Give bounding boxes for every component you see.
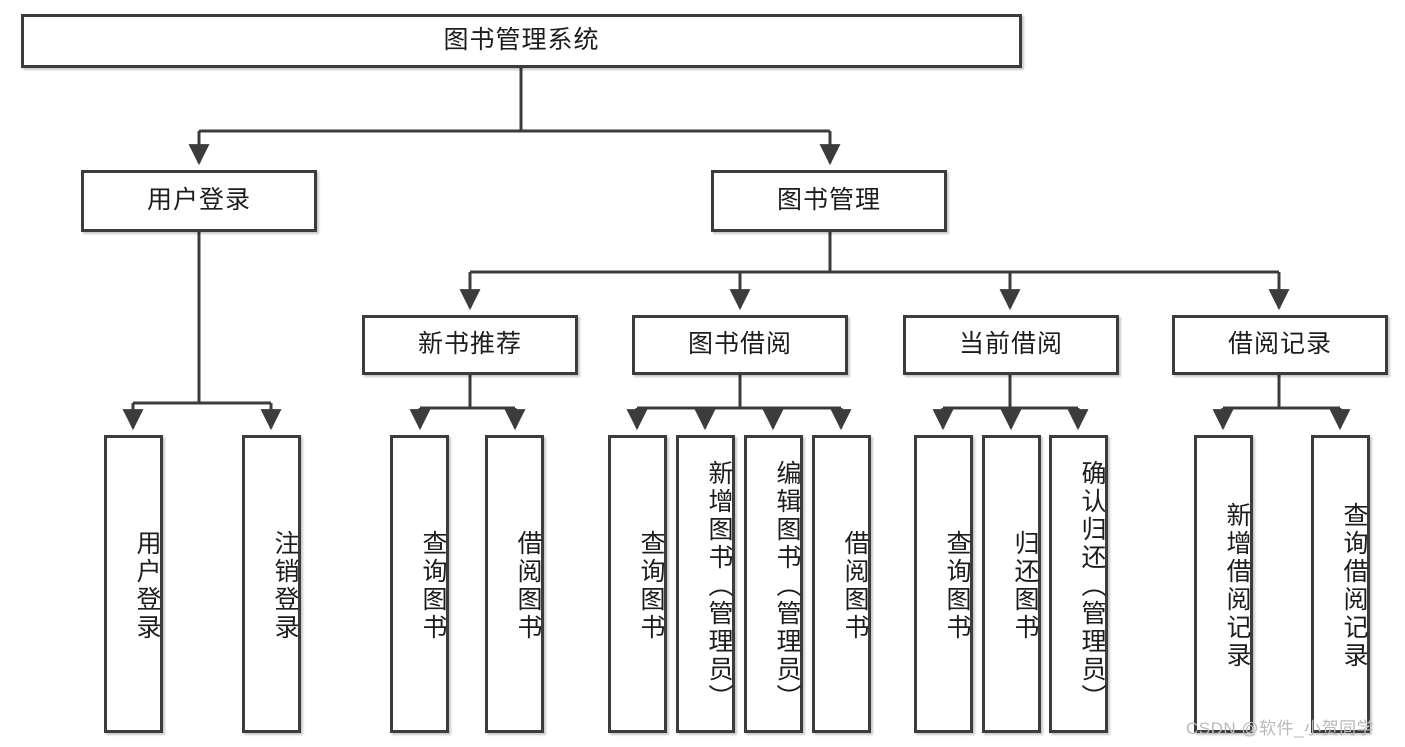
leaf-book-borrow-1[interactable]: 查询图书 xyxy=(608,435,667,733)
leaf-user-login-1[interactable]: 用户登录 xyxy=(104,435,163,733)
leaf-new-book-1[interactable]: 查询图书 xyxy=(390,435,449,733)
leaf-current-borrow-3[interactable]: 确认归还（管理员） xyxy=(1049,435,1108,733)
leaf-user-login-2[interactable]: 注销登录 xyxy=(242,435,301,733)
leaf-borrow-record-1-label: 新增借阅记录 xyxy=(1223,502,1251,670)
leaf-new-book-1-label: 查询图书 xyxy=(419,530,447,642)
leaf-book-borrow-2-label: 新增图书（管理员） xyxy=(705,460,733,712)
node-book-borrow-label: 图书借阅 xyxy=(687,330,792,359)
node-user-login-label: 用户登录 xyxy=(146,186,251,215)
leaf-book-borrow-2[interactable]: 新增图书（管理员） xyxy=(676,435,735,733)
leaf-current-borrow-2[interactable]: 归还图书 xyxy=(982,435,1041,733)
leaf-book-borrow-3[interactable]: 编辑图书（管理员） xyxy=(744,435,803,733)
leaf-new-book-2-label: 借阅图书 xyxy=(514,530,542,642)
leaf-book-borrow-1-label: 查询图书 xyxy=(637,530,665,642)
leaf-current-borrow-1[interactable]: 查询图书 xyxy=(914,435,973,733)
leaf-user-login-2-label: 注销登录 xyxy=(271,530,299,642)
node-new-book-recommend[interactable]: 新书推荐 xyxy=(362,315,578,375)
leaf-user-login-1-label: 用户登录 xyxy=(133,530,161,642)
node-book-manage[interactable]: 图书管理 xyxy=(711,170,947,232)
leaf-borrow-record-1[interactable]: 新增借阅记录 xyxy=(1194,435,1253,733)
node-book-manage-label: 图书管理 xyxy=(776,186,881,215)
csdn-watermark: CSDN @软件_小贺同学 xyxy=(1186,719,1375,738)
leaf-book-borrow-3-label: 编辑图书（管理员） xyxy=(773,460,801,712)
node-root-label: 图书管理系统 xyxy=(443,26,600,55)
node-borrow-record[interactable]: 借阅记录 xyxy=(1172,315,1388,375)
leaf-current-borrow-3-label: 确认归还（管理员） xyxy=(1078,460,1106,712)
leaf-current-borrow-2-label: 归还图书 xyxy=(1011,530,1039,642)
node-root[interactable]: 图书管理系统 xyxy=(21,14,1022,68)
leaf-new-book-2[interactable]: 借阅图书 xyxy=(485,435,544,733)
node-current-borrow-label: 当前借阅 xyxy=(958,330,1063,359)
node-book-borrow[interactable]: 图书借阅 xyxy=(632,315,848,375)
leaf-borrow-record-2-label: 查询借阅记录 xyxy=(1340,502,1368,670)
leaf-borrow-record-2[interactable]: 查询借阅记录 xyxy=(1311,435,1370,733)
node-user-login[interactable]: 用户登录 xyxy=(81,170,317,232)
node-borrow-record-label: 借阅记录 xyxy=(1227,330,1332,359)
node-new-book-recommend-label: 新书推荐 xyxy=(417,330,522,359)
leaf-book-borrow-4-label: 借阅图书 xyxy=(841,530,869,642)
leaf-current-borrow-1-label: 查询图书 xyxy=(943,530,971,642)
node-current-borrow[interactable]: 当前借阅 xyxy=(903,315,1119,375)
leaf-book-borrow-4[interactable]: 借阅图书 xyxy=(812,435,871,733)
